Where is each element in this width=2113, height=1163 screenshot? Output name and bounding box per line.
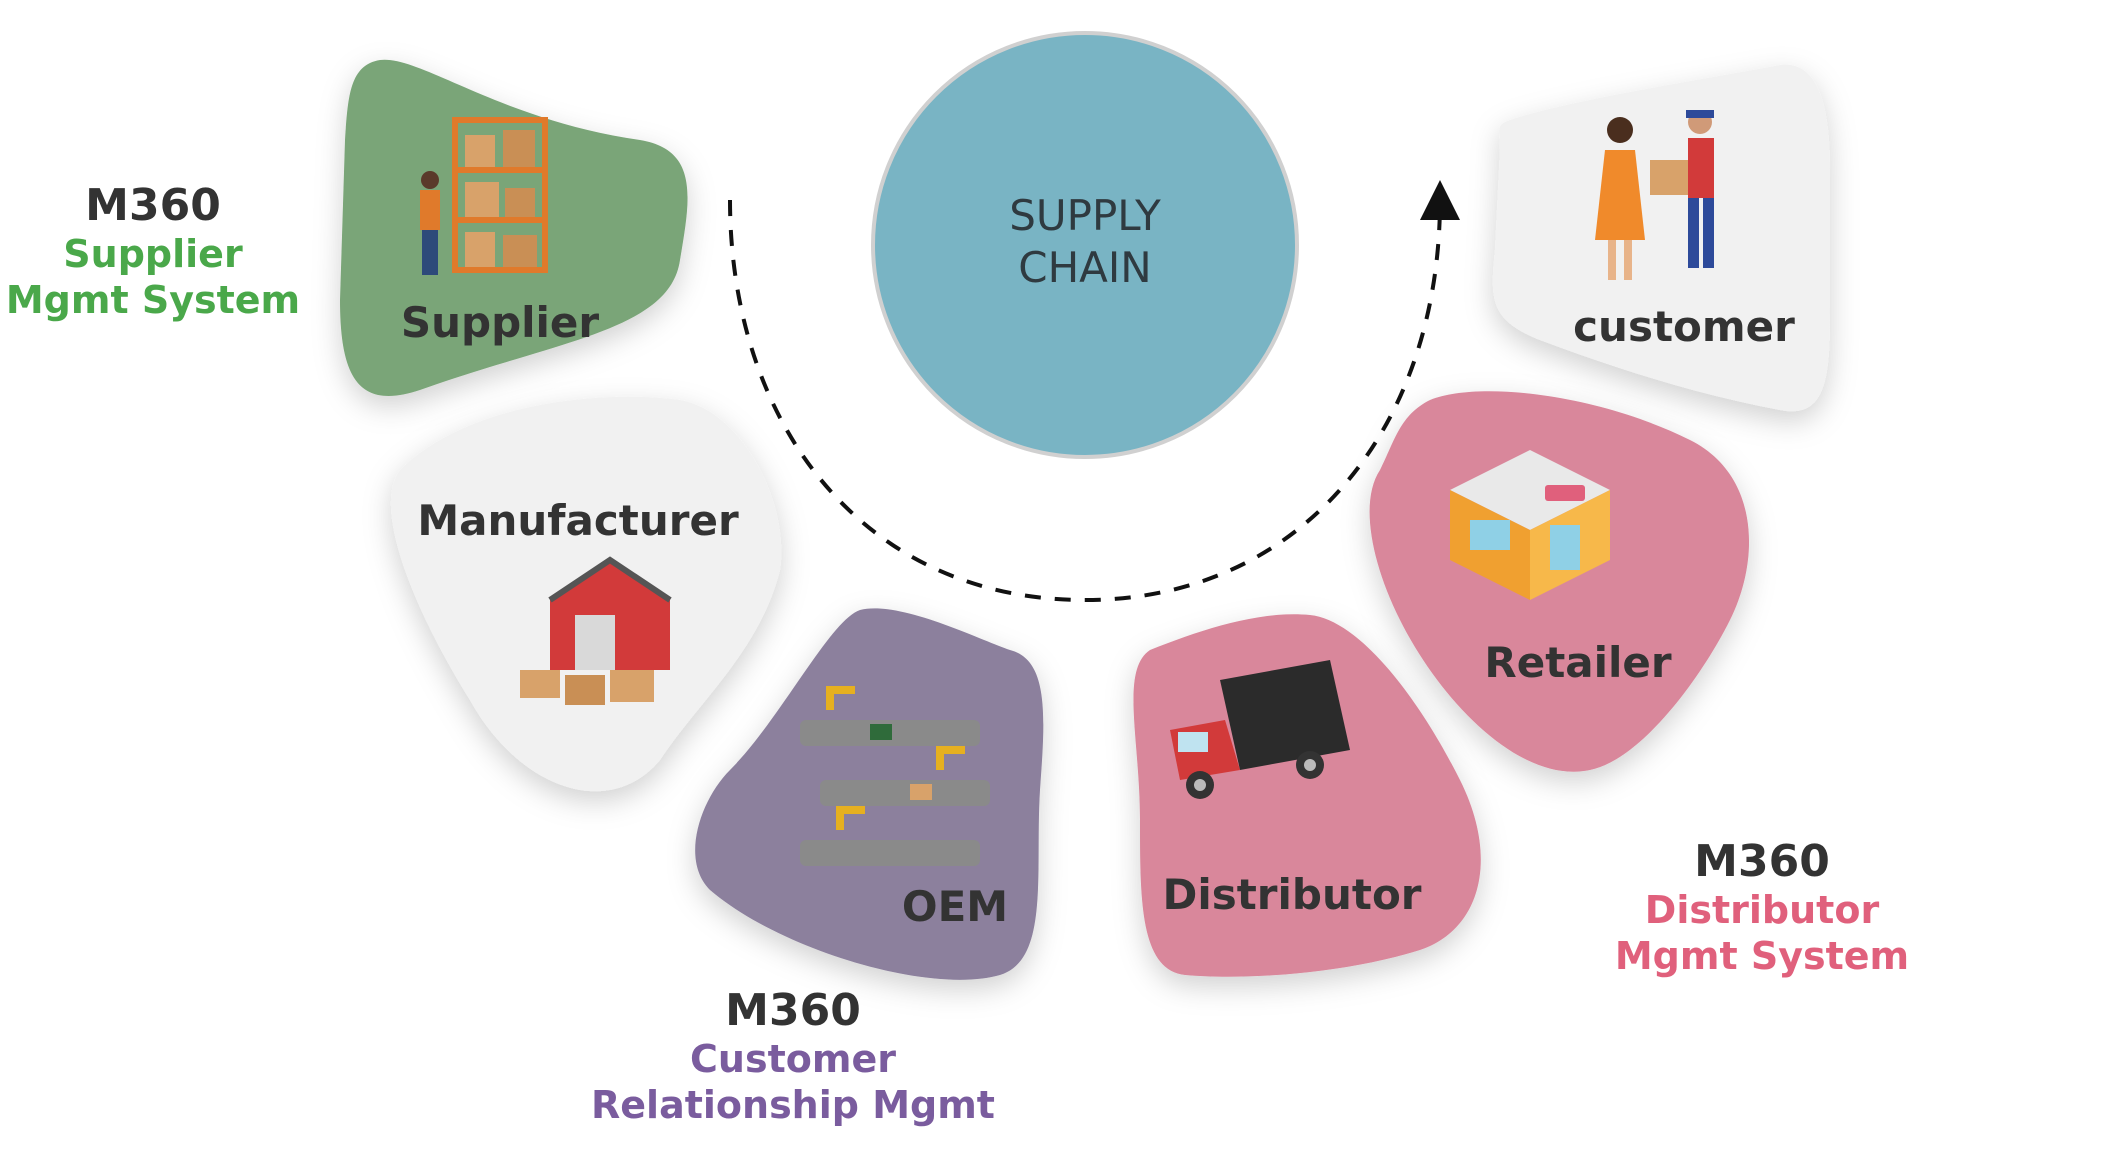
supplier-system-line-2: Mgmt System [5,278,301,322]
distributor-system-line-2: Mgmt System [1614,934,1910,978]
retailer-label: Retailer [1484,638,1672,687]
supplier-system-brand: M360 [85,180,221,231]
assembly-line-icon [800,686,990,866]
supplier-system-label: M360 Supplier Mgmt System [6,180,300,323]
supplier-card [340,59,688,397]
customer-card [1492,64,1830,412]
crm-system-label: M360 Customer Relationship Mgmt [591,985,995,1128]
supplier-label: Supplier [400,298,600,347]
distributor-system-label: M360 Distributor Mgmt System [1615,836,1909,979]
oem-label: OEM [901,882,1009,931]
customer-handover-icon [1595,110,1714,280]
hub-line-2: CHAIN [1018,243,1152,292]
supply-chain-hub [871,31,1299,459]
crm-system-line-2: Relationship Mgmt [591,1083,995,1127]
customer-label: customer [1573,302,1795,351]
hub-label: SUPPLY CHAIN [1009,190,1161,294]
factory-icon [520,556,672,705]
crm-system-brand: M360 [725,985,861,1036]
supplier-system-line-1: Supplier [63,232,243,276]
delivery-truck-icon [1170,660,1350,799]
distributor-label: Distributor [1162,870,1422,919]
manufacturer-label: Manufacturer [417,496,739,545]
distributor-system-brand: M360 [1694,836,1830,887]
crm-system-line-1: Customer [690,1037,896,1081]
warehouse-shelf-icon [420,117,548,275]
shop-icon [1450,450,1610,600]
distributor-system-line-1: Distributor [1644,888,1880,932]
distributor-card [1133,614,1481,977]
flow-arrow [728,180,1460,603]
hub-line-1: SUPPLY [1009,191,1161,240]
